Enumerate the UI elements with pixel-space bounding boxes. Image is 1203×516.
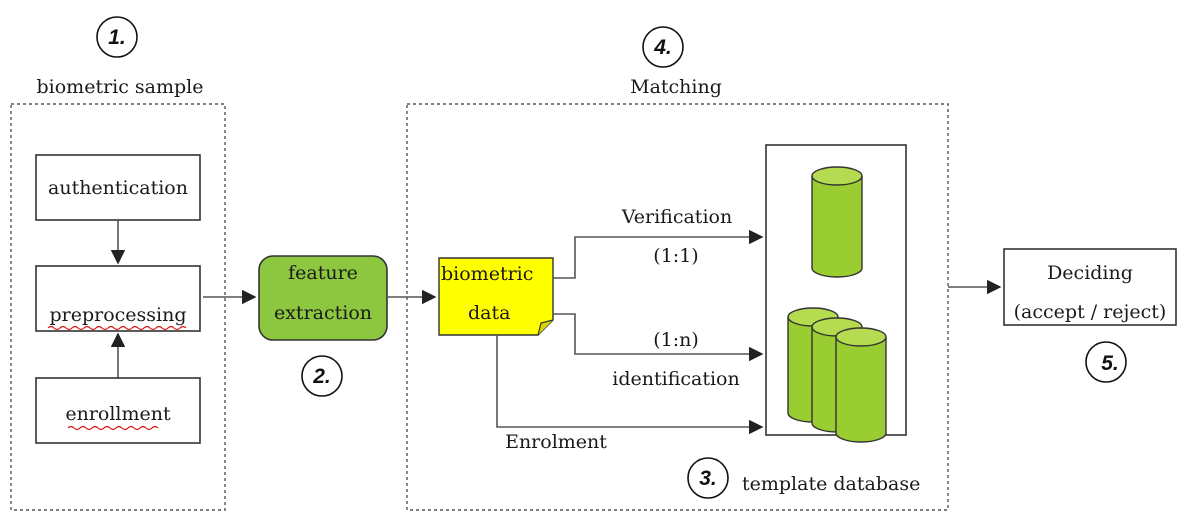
preprocessing-box: preprocessing (35, 265, 201, 332)
spellcheck-underline (67, 425, 159, 431)
step-1-marker: 1. (96, 16, 138, 58)
feature-extraction-label-line2: extraction (274, 302, 372, 324)
deciding-label-line2: (accept / reject) (1014, 301, 1167, 323)
enrollment-label: enrollment (65, 403, 171, 425)
step-1-number: 1. (108, 26, 126, 49)
deciding-label-line1: Deciding (1047, 262, 1133, 284)
deciding-box: Deciding (accept / reject) (1003, 248, 1177, 326)
identification-label: identification (612, 368, 739, 390)
authentication-label: authentication (48, 177, 188, 199)
verification-path (553, 229, 764, 279)
enrollment-box: enrollment (35, 377, 201, 444)
biometric-data-label-line2: data (468, 302, 510, 324)
enrolment-label: Enrolment (505, 431, 607, 453)
biometric-data-note: biometric data (438, 257, 554, 336)
enrolment-path (496, 335, 764, 435)
matching-frame (406, 103, 949, 511)
step-5-number: 5. (1101, 352, 1119, 375)
identification-ratio-label: (1:n) (653, 329, 699, 351)
verification-ratio-label: (1:1) (653, 245, 698, 267)
step-2-number: 2. (312, 365, 331, 388)
database-cylinder (835, 327, 887, 443)
spellcheck-underline (47, 325, 187, 331)
biometric-data-label-line1: biometric (441, 263, 533, 285)
biometric-sample-title: biometric sample (37, 76, 204, 98)
step-5-marker: 5. (1085, 341, 1127, 383)
step-3-marker: 3. (687, 457, 729, 499)
database-cylinder-group (787, 307, 887, 443)
step-4-number: 4. (653, 36, 672, 59)
database-cylinder-verification (811, 166, 863, 278)
step-4-marker: 4. (642, 26, 684, 68)
feature-extraction-box: feature extraction (258, 255, 388, 341)
preprocessing-label: preprocessing (49, 304, 186, 326)
template-database-label: template database (742, 473, 920, 495)
verification-label: Verification (621, 206, 732, 228)
feature-extraction-label-line1: feature (288, 262, 358, 284)
identification-path (553, 313, 764, 362)
step-2-marker: 2. (301, 355, 343, 397)
matching-title: Matching (630, 76, 722, 98)
step-3-number: 3. (699, 467, 717, 490)
biometric-sample-frame (10, 103, 226, 511)
authentication-box: authentication (35, 154, 201, 221)
